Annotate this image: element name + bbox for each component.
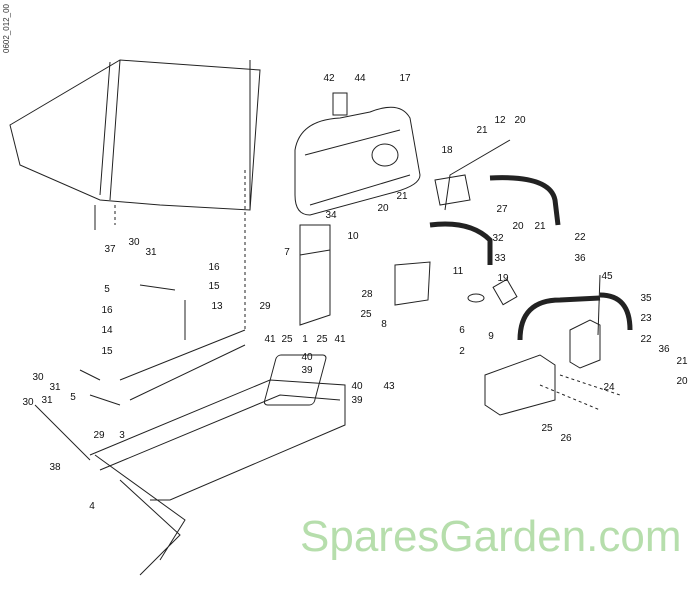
part-label: 12 — [494, 115, 506, 126]
part-label: 32 — [492, 233, 504, 244]
part-label: 25 — [541, 423, 553, 434]
part-label: 30 — [22, 397, 34, 408]
brackets — [299, 139, 511, 326]
part-label: 26 — [560, 433, 572, 444]
part-label: 5 — [104, 284, 110, 295]
part-label: 20 — [512, 221, 524, 232]
part-label: 45 — [601, 271, 613, 282]
part-label: 14 — [101, 325, 113, 336]
part-label: 8 — [381, 319, 387, 330]
part-label: 23 — [640, 313, 652, 324]
part-label: 43 — [383, 381, 395, 392]
part-label: 15 — [208, 281, 220, 292]
part-label: 24 — [603, 382, 615, 393]
part-label: 18 — [441, 145, 453, 156]
part-label: 3 — [119, 430, 125, 441]
part-label: 37 — [104, 244, 116, 255]
part-label: 41 — [334, 334, 346, 345]
part-label: 5 — [70, 392, 76, 403]
part-label: 28 — [361, 289, 373, 300]
fuel-tank-cover — [294, 92, 421, 216]
part-label: 27 — [496, 204, 508, 215]
part-label: 41 — [264, 334, 276, 345]
part-label: 15 — [101, 346, 113, 357]
part-label: 21 — [676, 356, 688, 367]
part-label: 42 — [323, 73, 335, 84]
assembly-lines — [114, 170, 621, 411]
part-label: 34 — [325, 210, 337, 221]
part-label: 40 — [351, 381, 363, 392]
watermark: SparesGarden.com — [300, 512, 682, 561]
part-label: 39 — [351, 395, 363, 406]
part-label: 22 — [574, 232, 586, 243]
hood — [9, 59, 261, 230]
part-label: 20 — [676, 376, 688, 387]
part-label: 44 — [354, 73, 366, 84]
part-label: 36 — [658, 344, 670, 355]
part-label: 31 — [145, 247, 157, 258]
part-label: 1 — [302, 334, 308, 345]
part-label: 21 — [476, 125, 488, 136]
part-label: 30 — [32, 372, 44, 383]
part-label: 16 — [101, 305, 113, 316]
part-label: 22 — [640, 334, 652, 345]
part-label: 36 — [574, 253, 586, 264]
part-label: 9 — [488, 331, 494, 342]
part-label: 29 — [93, 430, 105, 441]
part-label: 17 — [399, 73, 411, 84]
part-label: 35 — [640, 293, 652, 304]
part-label: 19 — [497, 273, 509, 284]
part-label: 39 — [301, 365, 313, 376]
part-label: 16 — [208, 262, 220, 273]
part-label: 2 — [459, 346, 465, 357]
part-label: 38 — [49, 462, 61, 473]
part-label: 30 — [128, 237, 140, 248]
part-label: 21 — [534, 221, 546, 232]
part-label: 7 — [284, 247, 290, 258]
part-label: 31 — [41, 395, 53, 406]
hoses — [429, 175, 633, 341]
part-label: 10 — [347, 231, 359, 242]
part-label: 25 — [316, 334, 328, 345]
part-label: 31 — [49, 382, 61, 393]
part-label: 25 — [360, 309, 372, 320]
part-label: 33 — [494, 253, 506, 264]
part-label: 29 — [259, 301, 271, 312]
part-label: 20 — [514, 115, 526, 126]
part-label: 20 — [377, 203, 389, 214]
frame — [34, 284, 346, 576]
part-label: 11 — [452, 266, 464, 277]
part-label: 4 — [89, 501, 95, 512]
part-label: 13 — [211, 301, 223, 312]
part-label: 25 — [281, 334, 293, 345]
part-label: 40 — [301, 352, 313, 363]
part-label: 21 — [396, 191, 408, 202]
part-label: 6 — [459, 325, 465, 336]
